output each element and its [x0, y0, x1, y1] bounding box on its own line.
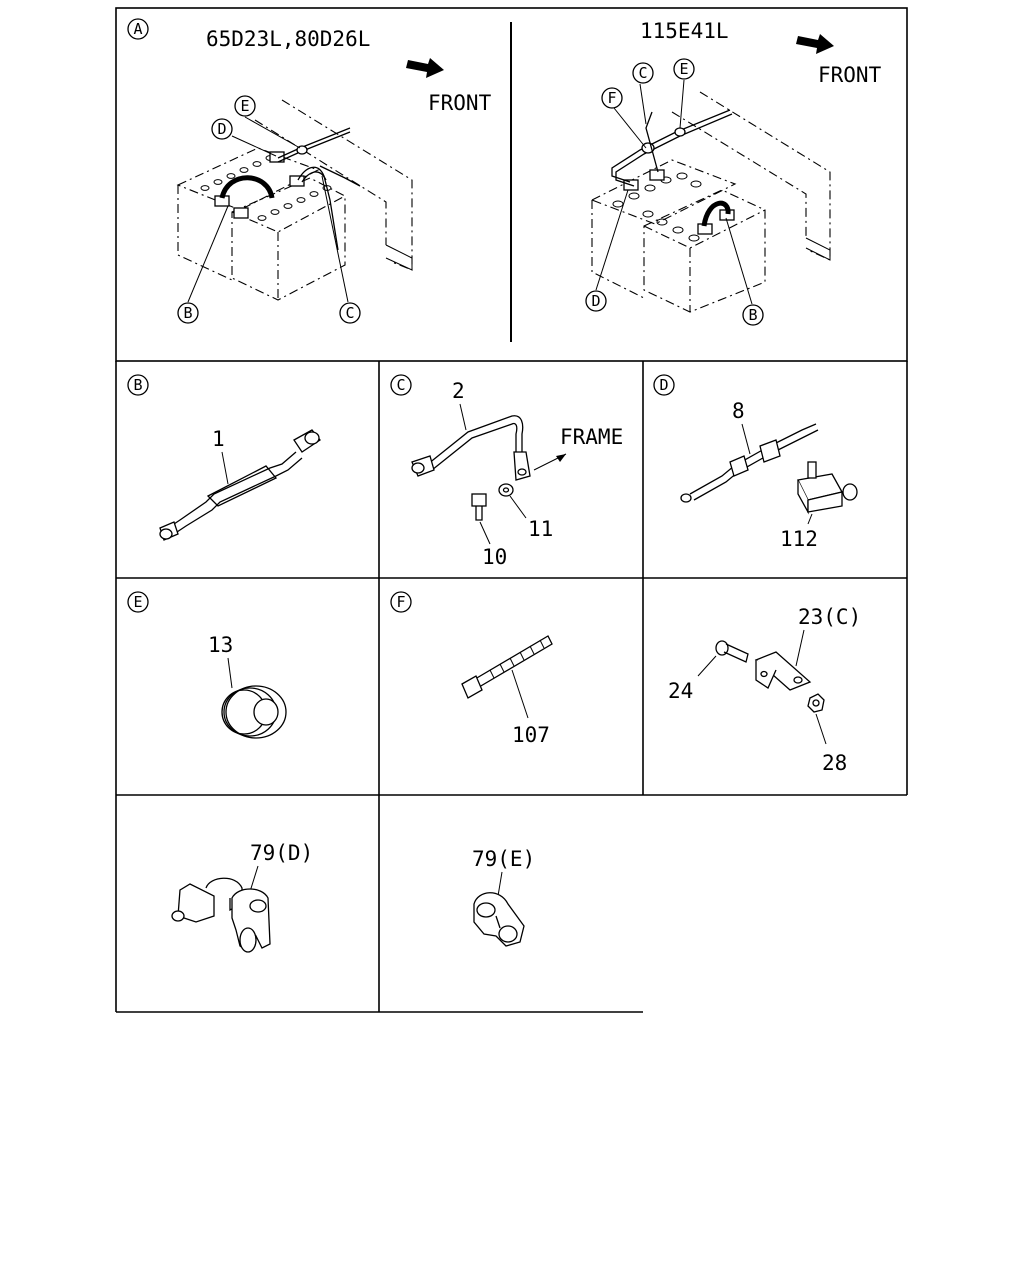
battery-spec-right: 115E41L: [640, 19, 729, 43]
diagram-grid: [115, 7, 908, 1013]
terminal-clamp-part-112: [797, 461, 858, 515]
panel-b: B 1: [127, 374, 321, 541]
part-2-label: 2: [452, 379, 465, 403]
front-label-right: FRONT: [818, 63, 882, 87]
part-8-label: 8: [732, 399, 745, 423]
frame-label: FRAME: [560, 425, 623, 449]
panel-g: 23(C) 24 28: [668, 605, 861, 775]
clip-part-79e: [473, 892, 525, 947]
panel-b-marker: B: [133, 376, 142, 394]
part-79e-label: 79(E): [472, 847, 535, 871]
left-battery-installation: [176, 99, 413, 303]
svg-text:A: A: [133, 20, 142, 38]
bolt-part-24: [715, 640, 749, 663]
bolt-part-10: [471, 493, 487, 521]
front-label-left: FRONT: [428, 91, 492, 115]
panel-e: E 13: [127, 591, 287, 739]
panel-c-marker: C: [396, 376, 405, 394]
part-112-label: 112: [780, 527, 818, 551]
panel-h: 79(D): [171, 841, 313, 953]
panel-a-marker: A: [127, 18, 149, 40]
panel-c: C 2 FRAME 10 11: [390, 374, 623, 569]
panel-d: D 8 112: [653, 374, 858, 551]
svg-text:B: B: [183, 304, 192, 322]
right-battery-installation: [590, 79, 831, 313]
panel-f: F 107: [390, 591, 553, 747]
grommet-part-13: [221, 685, 287, 739]
frame-arrow-icon: [533, 453, 567, 471]
part-79d-label: 79(D): [250, 841, 313, 865]
clip-part-79d: [171, 877, 271, 953]
part-24-label: 24: [668, 679, 693, 703]
part-23c-label: 23(C): [798, 605, 861, 629]
svg-text:D: D: [217, 120, 226, 138]
part-28-label: 28: [822, 751, 847, 775]
right-callouts: C E F D B: [585, 58, 764, 326]
ground-cable-part: [411, 415, 531, 481]
battery-cable-part-8: [680, 423, 819, 503]
part-1-label: 1: [212, 427, 225, 451]
svg-text:C: C: [345, 304, 354, 322]
part-107-label: 107: [512, 723, 550, 747]
svg-text:B: B: [748, 306, 757, 324]
part-11-label: 11: [528, 517, 553, 541]
cable-tie-part-107: [461, 635, 553, 699]
left-callouts: E D B C: [177, 95, 361, 324]
svg-text:E: E: [240, 97, 249, 115]
svg-text:C: C: [638, 64, 647, 82]
panel-f-marker: F: [396, 593, 405, 611]
panel-a: A 65D23L,80D26L 115E41L FRONT FRONT: [127, 18, 882, 326]
svg-text:D: D: [591, 292, 600, 310]
front-arrow-right-icon: [796, 34, 834, 54]
link-cable-part: [159, 429, 321, 541]
part-10-label: 10: [482, 545, 507, 569]
battery-spec-left: 65D23L,80D26L: [206, 27, 370, 51]
svg-text:F: F: [607, 89, 616, 107]
nut-part-28: [807, 693, 825, 713]
panel-i: 79(E): [472, 847, 535, 947]
part-13-label: 13: [208, 633, 233, 657]
front-arrow-left-icon: [406, 58, 444, 78]
panel-e-marker: E: [133, 593, 142, 611]
bracket-part-23: [754, 651, 812, 691]
panel-d-marker: D: [659, 376, 668, 394]
svg-text:E: E: [679, 60, 688, 78]
washer-part-11: [498, 483, 514, 497]
